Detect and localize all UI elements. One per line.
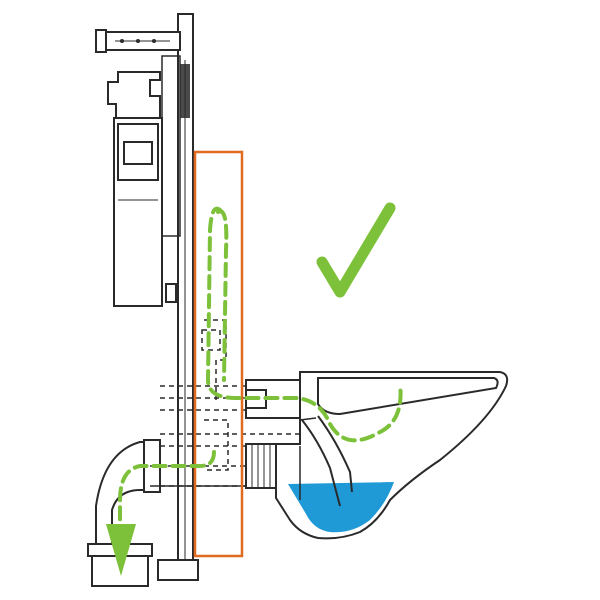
- wall-hung-bowl: [275, 371, 509, 540]
- drain-connector: [245, 443, 277, 489]
- wall-bracket: [95, 29, 181, 53]
- mounting-frame: [157, 13, 199, 581]
- water-surface: [288, 482, 394, 533]
- front-panel-zone: [193, 150, 244, 558]
- inner-pipework: [201, 319, 229, 471]
- flush-flow-path: [118, 206, 403, 562]
- concealed-cistern: [107, 55, 190, 307]
- checkmark-icon: [316, 202, 396, 298]
- flush-flow-arrow-icon: [106, 524, 136, 576]
